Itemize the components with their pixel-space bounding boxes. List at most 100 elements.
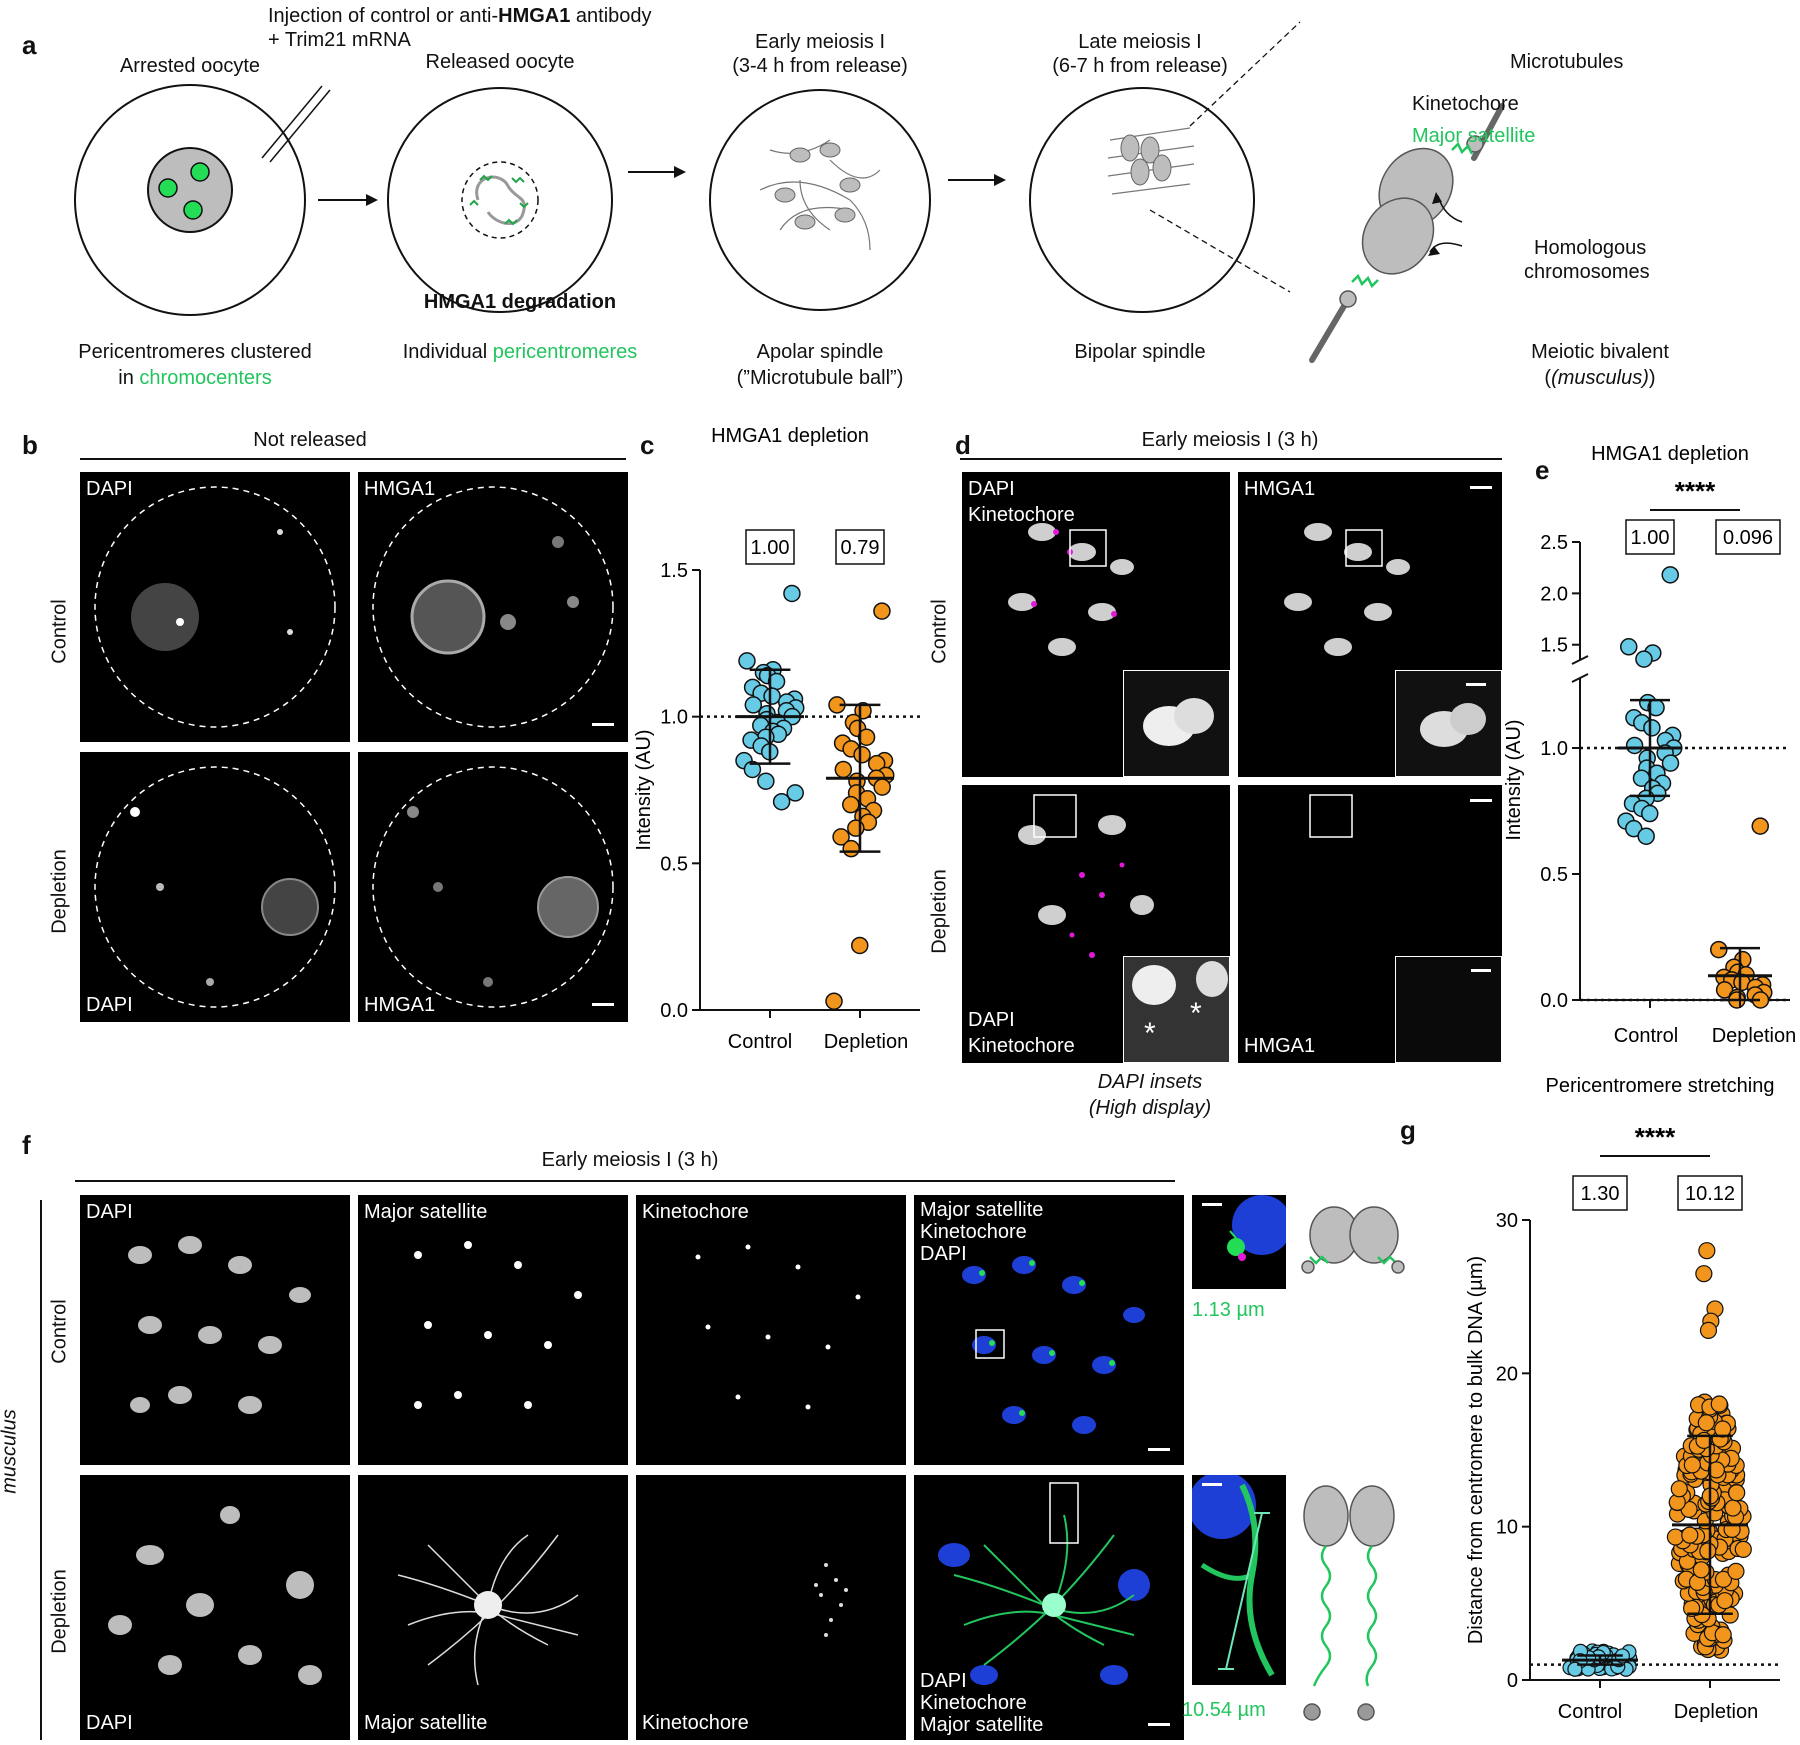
- axis-break: [1571, 655, 1589, 665]
- y-tick-label: 1.5: [660, 560, 688, 582]
- panel-b-row-depletion: Depletion: [48, 849, 71, 934]
- stage3-caption-1: Apolar spindle: [756, 341, 884, 363]
- y-tick-label: 0.5: [660, 853, 688, 875]
- panel-label-c: c: [640, 430, 655, 460]
- stage1-caption-2: in chromocenters: [50, 368, 340, 388]
- panel-f-rule: [75, 1180, 1175, 1182]
- micrograph-f-control-kinetochore: Kinetochore: [636, 1195, 906, 1465]
- data-point: [1666, 1528, 1685, 1546]
- data-point: [772, 792, 791, 811]
- data-point: [783, 584, 801, 603]
- data-point: [1709, 940, 1728, 959]
- data-point: [1715, 981, 1734, 999]
- y-tick-label: 0.0: [1540, 990, 1568, 1012]
- stage4-caption: Bipolar spindle: [1074, 341, 1206, 363]
- micrograph-f-control-major-satellite: Major satellite: [358, 1195, 628, 1465]
- panel-f-row-control: Control: [48, 1299, 71, 1364]
- mean-label: 1.00: [1631, 527, 1670, 549]
- data-point: [743, 760, 762, 779]
- data-point: [825, 992, 843, 1010]
- data-point: [853, 746, 871, 764]
- data-point: [763, 687, 781, 705]
- caption-in: in: [118, 367, 140, 389]
- panel-label-b: b: [22, 430, 38, 460]
- significance: ****: [1635, 1122, 1676, 1152]
- channel-label-dapi: DAPI: [86, 1201, 133, 1223]
- mean-label: 10.12: [1685, 1183, 1735, 1205]
- data-point: [1710, 1395, 1728, 1413]
- scale-bar: [1471, 969, 1491, 972]
- arrested-oocyte: [74, 84, 306, 316]
- y-tick-label: 1.5: [1540, 635, 1568, 657]
- mean-label: 0.096: [1723, 527, 1773, 549]
- data-point: [1699, 1542, 1717, 1560]
- micrograph-f-depletion-major-satellite: Major satellite: [358, 1475, 628, 1740]
- stage3-title-1: Early meiosis I: [754, 31, 886, 53]
- channel-label: DAPI: [86, 994, 133, 1016]
- data-point: [744, 696, 763, 714]
- channel-label-dapi: DAPI: [86, 1712, 133, 1734]
- oocyte-nucleus: [147, 147, 233, 233]
- mean-box: [835, 529, 885, 565]
- panel-f-row-depletion: Depletion: [48, 1569, 71, 1654]
- data-point: [1695, 1265, 1713, 1283]
- data-point: [1697, 1414, 1715, 1432]
- injection-text-line2: + Trim21 mRNA: [268, 29, 411, 51]
- channel-label: HMGA1: [364, 478, 436, 500]
- y-tick-label: 0: [1507, 1670, 1518, 1692]
- data-point: [857, 728, 876, 746]
- panel-d-header: Early meiosis I (3 h): [1141, 429, 1319, 451]
- inset-f-depletion: [1192, 1475, 1286, 1685]
- channel-label-kinetochore: Kinetochore: [920, 1221, 1027, 1243]
- data-point: [1681, 1526, 1699, 1544]
- panel-f-header: Early meiosis I (3 h): [541, 1149, 719, 1171]
- arrow-head: [366, 194, 378, 206]
- inset: [1123, 670, 1230, 777]
- data-point: [1727, 1562, 1745, 1580]
- y-tick-label: 30: [1496, 1210, 1518, 1232]
- chromatin: [475, 175, 526, 226]
- aligned-bivalents: [1120, 134, 1172, 186]
- channel-label-kinetochore: Kinetochore: [968, 1035, 1075, 1057]
- caption-individual: Individual: [402, 341, 493, 363]
- channel-label-dapi: DAPI: [920, 1670, 967, 1692]
- depletion-distance: 10.54 µm: [1182, 1699, 1266, 1721]
- chart-g: Pericentromere stretching****0102030Dist…: [1465, 1075, 1780, 1723]
- stage1-caption-1: Pericentromeres clustered: [78, 341, 312, 363]
- scale-bar: [1202, 1483, 1222, 1486]
- channel-label-kinetochore: Kinetochore: [642, 1712, 749, 1734]
- panel-d-rule: [960, 458, 1502, 460]
- scale-bar: [1148, 1723, 1170, 1726]
- nuclear-region: [461, 161, 539, 239]
- depletion-bivalent-schematic: [1303, 1485, 1395, 1721]
- pericentromere: [469, 199, 479, 206]
- data-point: [1619, 638, 1638, 656]
- micrograph-f-control-merge: Major satellite Kinetochore DAPI: [914, 1195, 1184, 1465]
- data-point: [1714, 1420, 1732, 1438]
- panel-label-a: a: [22, 30, 37, 60]
- data-point: [847, 819, 865, 837]
- species-name: (musculus): [1551, 367, 1649, 389]
- stage2-caption: Individual pericentromeres: [380, 342, 660, 362]
- zoom-line: [1149, 209, 1291, 293]
- data-point: [1683, 1456, 1701, 1474]
- stage2-title: Released oocyte: [425, 51, 575, 73]
- kinetochore-dot: [1466, 135, 1484, 153]
- scale-bar: [1148, 1448, 1170, 1451]
- arrow-head: [674, 166, 686, 178]
- x-tick-label: Control: [1614, 1025, 1678, 1047]
- degradation-label: HMGA1 degradation: [423, 291, 617, 313]
- pericentromere: [511, 176, 525, 184]
- inset: [1395, 956, 1502, 1063]
- arrow-head: [994, 174, 1006, 186]
- y-tick-label: 10: [1496, 1517, 1518, 1539]
- control-bivalent-schematic: [1301, 1206, 1405, 1274]
- y-tick-label: 2.0: [1540, 583, 1568, 605]
- channel-label-major-satellite: Major satellite: [364, 1712, 488, 1734]
- bivalent-species: ((musculus)): [1544, 367, 1656, 389]
- chart-e: HMGA1 depletion0.00.51.01.52.02.5Intensi…: [1503, 443, 1796, 1047]
- channel-label-kinetochore: Kinetochore: [642, 1201, 749, 1223]
- y-tick-label: 0.5: [1540, 864, 1568, 886]
- channel-label-dapi: DAPI: [968, 478, 1015, 500]
- micrograph-f-depletion-merge: DAPI Kinetochore Major satellite: [914, 1475, 1184, 1740]
